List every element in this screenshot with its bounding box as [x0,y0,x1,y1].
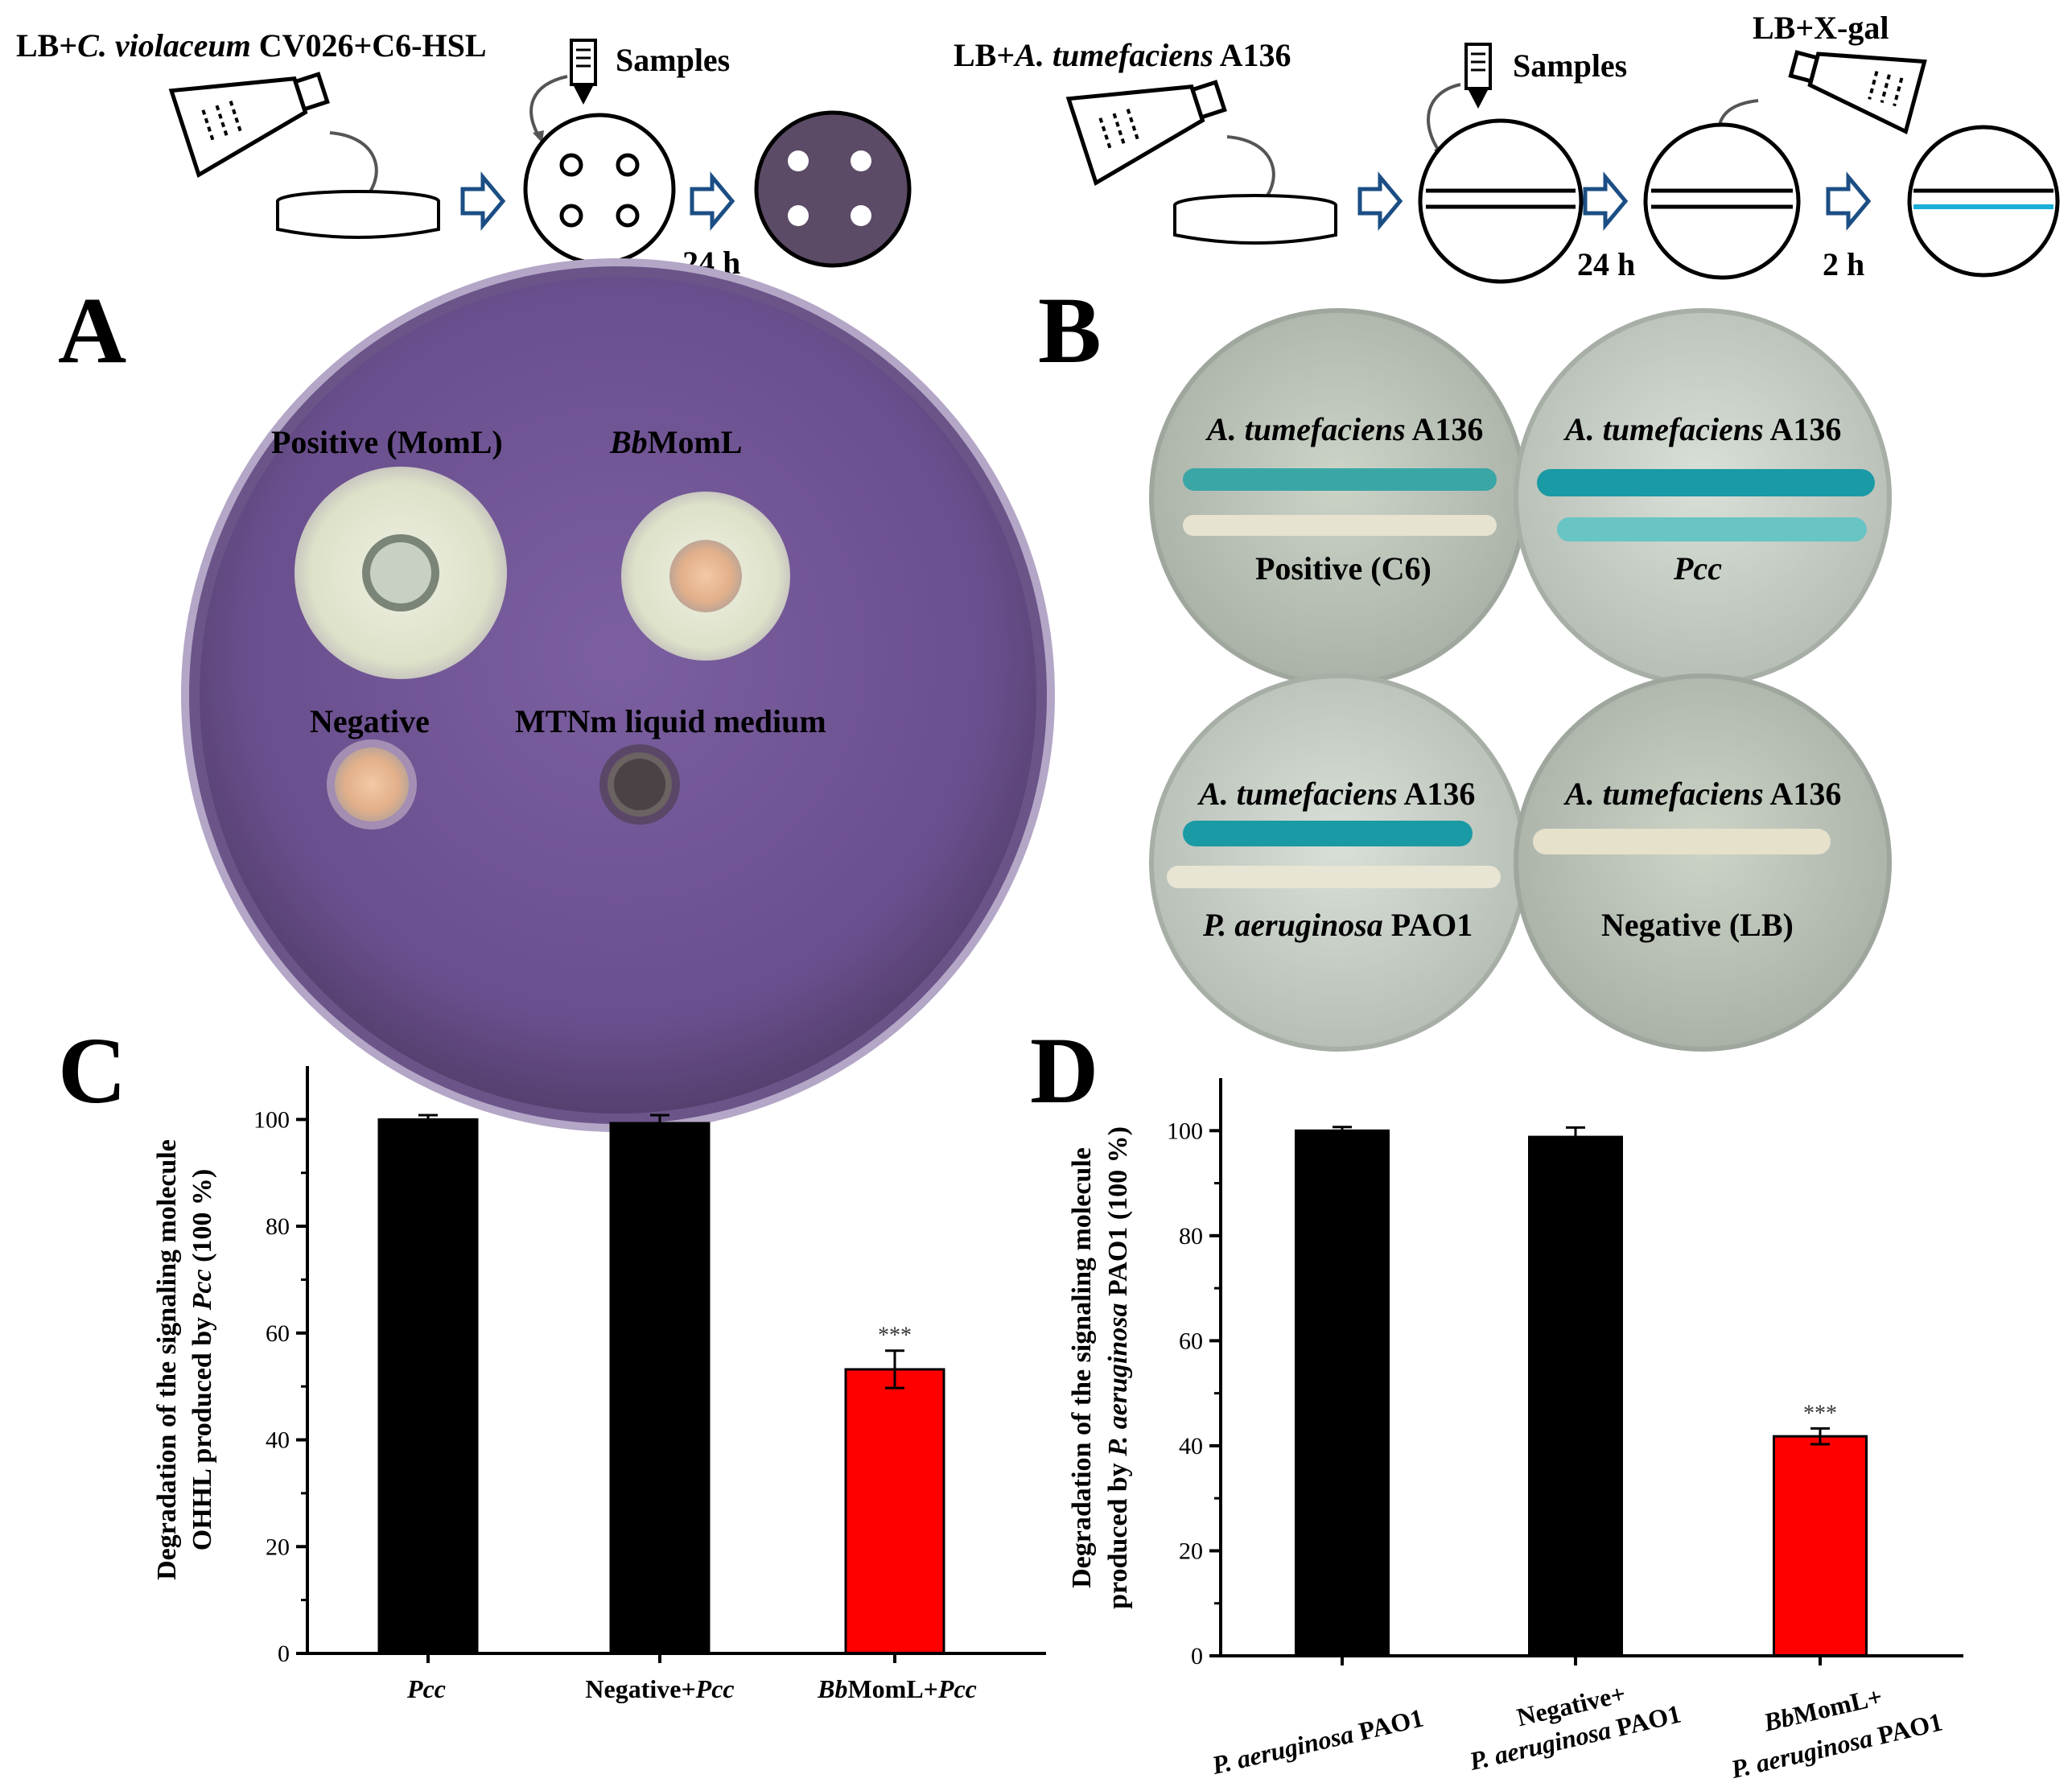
schematic-right-medium-label: LB+A. tumefaciens A136 [954,37,1291,73]
chart-d-significance-2: *** [1803,1401,1837,1426]
panel-label-c: C [58,1018,126,1123]
flask-icon [168,72,330,179]
plate-a-bbmoml-label: BbMomL [609,424,742,460]
schematic-plate-icon [523,113,676,266]
process-arrow-icon [690,171,735,231]
plate-b-pcc: A. tumefaciens A136 Pcc [1514,308,1892,686]
chart-d-ytick-label-3: 60 [1179,1328,1203,1354]
chart-d-ytick-label-0: 0 [1191,1643,1203,1670]
flask-icon [1065,80,1227,187]
chart-c: 0 20 40 60 80 100 *** Degradation of the sign… [152,1066,1046,1703]
plate-b-grid: A. tumefaciens A136 Positive (C6) A. tum… [1149,308,1892,1052]
plate-b-bl-bottom: P. aeruginosa PAO1 [1202,907,1473,943]
chart-c-xcat-2: Negative+Pcc [585,1674,734,1703]
plate-b-br-bottom: Negative (LB) [1601,907,1794,943]
flask-icon [1788,50,1927,135]
chart-c-ytick-label-1: 20 [266,1534,290,1560]
plate-b-bl-strain: A. tumefaciens A136 [1197,776,1475,812]
chart-c-xcat-1: Pcc [406,1674,446,1703]
plate-b-tl-bottom: Positive (C6) [1255,550,1431,587]
plate-a-positive-label: Positive (MomL) [271,424,503,460]
chart-c-bar-2 [844,1368,945,1655]
chart-d-bar-2 [1773,1435,1868,1657]
chart-c-bar-1 [609,1122,711,1655]
chart-c-y-ticks: 0 20 40 60 80 100 [253,1106,307,1667]
chart-c-xcat-3: BbMomL+Pcc [817,1674,977,1703]
process-arrow-icon [460,171,506,231]
chart-c-ylabel-line2: OHHL produced by Pcc (100 %) [187,1169,217,1550]
chart-c-ytick-label-2: 40 [266,1427,290,1454]
schematic-left-samples: Samples [616,42,730,78]
schematic-right: LB+A. tumefaciens A136 Samples [954,10,2060,284]
schematic-result-plate-icon [1907,125,2060,278]
chart-c-significance-2: *** [878,1324,912,1348]
schematic-right-time1: 24 h [1577,246,1635,282]
plate-b-br-strain: A. tumefaciens A136 [1563,776,1841,812]
chart-c-bars: *** [377,1114,945,1663]
chart-c-bar-0 [377,1118,479,1655]
schematic-left-medium-label: LB+C. violaceum CV026+C6-HSL [16,27,487,64]
plate-b-tl-strain: A. tumefaciens A136 [1205,411,1483,447]
schematic-right-xgal: LB+X-gal [1753,10,1889,46]
plate-a: Positive (MomL) BbMomL Negative MTNm liq… [181,258,1055,1132]
plate-b-tr-bottom: Pcc [1673,550,1722,587]
chart-d-ylabel-line2: produced by P. aeruginosa PAO1 (100 %) [1103,1126,1133,1609]
chart-c-ytick-label-5: 100 [253,1106,290,1133]
petri-dish-icon [276,190,440,239]
pipette-icon [570,39,597,105]
process-arrow-icon [1826,171,1872,231]
process-arrow-icon [1583,171,1629,231]
chart-d: 0 20 40 60 80 100 *** Degradation of the sign… [1067,1078,1963,1784]
plate-a-mtnm-label: MTNm liquid medium [515,703,826,739]
pour-arrow-icon [329,131,378,199]
petri-dish-icon [1173,194,1337,245]
schematic-plate-icon [1418,118,1584,284]
panel-label-d: D [1030,1018,1098,1123]
plate-a-negative-label: Negative [310,703,430,739]
chart-d-ytick-label-5: 100 [1167,1118,1203,1144]
chart-d-ytick-label-4: 80 [1179,1223,1203,1250]
chart-c-ytick-label-4: 80 [266,1213,290,1240]
schematic-plate-icon [1643,122,1801,280]
chart-d-xcat-1: P. aeruginosa PAO1 [1209,1703,1426,1781]
chart-c-ytick-label-0: 0 [278,1641,290,1667]
process-arrow-icon [1357,171,1403,231]
chart-d-ytick-label-1: 20 [1179,1538,1203,1564]
plate-b-pao1: A. tumefaciens A136 P. aeruginosa PAO1 [1149,673,1527,1052]
panel-label-b: B [1038,278,1102,383]
chart-d-ylabel-line1: Degradation of the signaling molecule [1067,1147,1097,1588]
schematic-left: LB+C. violaceum CV026+C6-HSL Samples [16,27,912,281]
chart-d-bar-1 [1528,1135,1623,1657]
plate-b-positive: A. tumefaciens A136 Positive (C6) [1149,308,1527,686]
chart-c-ylabel-line1: Degradation of the signaling molecule [152,1139,182,1580]
chart-d-y-ticks: 0 20 40 60 80 100 [1167,1118,1221,1670]
chart-d-ytick-label-2: 40 [1179,1433,1203,1460]
panel-label-a: A [58,278,126,383]
plate-b-negative: A. tumefaciens A136 Negative (LB) [1514,673,1892,1052]
chart-d-bar-0 [1295,1129,1390,1657]
schematic-result-plate-icon [754,110,912,268]
chart-d-bars: *** [1295,1126,1868,1665]
schematic-right-samples: Samples [1513,47,1627,84]
pipette-icon [1464,43,1492,109]
chart-c-ytick-label-3: 60 [266,1320,290,1347]
plate-b-tr-strain: A. tumefaciens A136 [1563,411,1841,447]
schematic-right-time2: 2 h [1823,246,1864,282]
